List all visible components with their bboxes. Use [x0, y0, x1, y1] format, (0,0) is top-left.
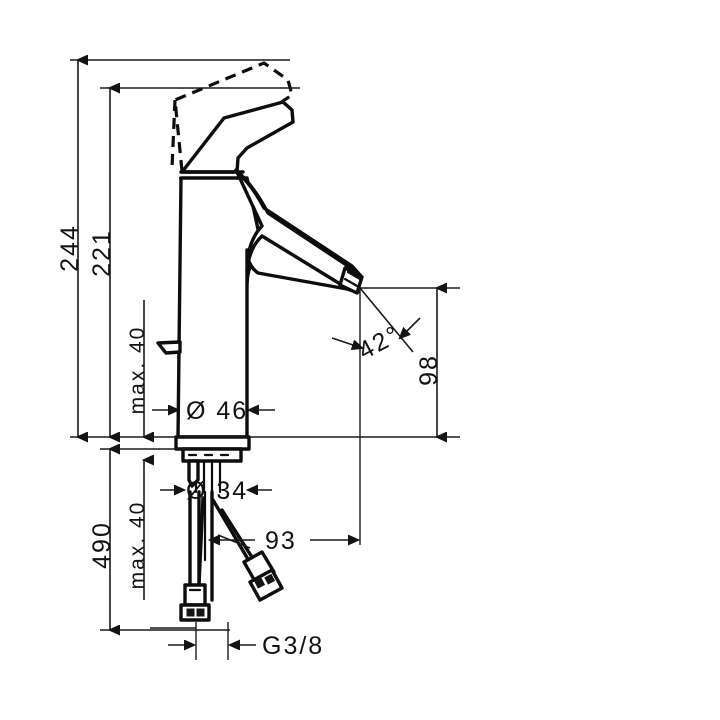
angle-leader-diagonal [359, 287, 414, 353]
spout-arm [234, 168, 363, 294]
angle-arrow-right [400, 317, 421, 338]
angle-arrow-left [331, 337, 362, 348]
lever-handle [180, 100, 295, 174]
dimension-angle-42: 42° [331, 287, 421, 545]
dimension-93: 93 [210, 527, 358, 555]
dimension-annotations: 244 221 max. 40 Ø 46 Ø 34 [56, 60, 460, 660]
dimension-diameter-46: Ø 46 [152, 397, 275, 425]
dimension-label-angle-42: 42° [354, 320, 406, 365]
popup-waste-lever [156, 340, 182, 355]
dimension-max40-upper: max. 40 [126, 300, 149, 437]
dimension-label-244: 244 [56, 224, 84, 272]
dimension-label-thread-g38: G3/8 [262, 632, 324, 660]
faucet-geometry [156, 61, 364, 622]
dimension-label-diameter-34: Ø 34 [186, 477, 248, 505]
dimension-diameter-34: Ø 34 [160, 477, 272, 505]
supply-hose-right [211, 498, 284, 602]
leader-93-to-hose [217, 534, 251, 549]
dimension-label-98: 98 [415, 354, 443, 386]
dimension-221: 221 [88, 88, 116, 437]
aerator [338, 266, 364, 295]
dimension-label-max40-upper: max. 40 [126, 326, 149, 415]
dimension-label-max40-lower: max. 40 [126, 501, 149, 590]
dimension-244: 244 [56, 60, 84, 437]
dimension-490: 490 [88, 449, 116, 630]
dimension-label-diameter-46: Ø 46 [186, 397, 248, 425]
dimension-thread-g38: G3/8 [150, 622, 324, 660]
dimension-98: 98 [358, 288, 460, 437]
dimension-label-221: 221 [88, 229, 116, 277]
dimension-label-490: 490 [88, 521, 116, 569]
mounting-shank [187, 459, 222, 494]
dimension-max40-lower: max. 40 [126, 460, 149, 600]
dimension-label-93: 93 [265, 527, 297, 555]
supply-hose-left [179, 490, 211, 622]
